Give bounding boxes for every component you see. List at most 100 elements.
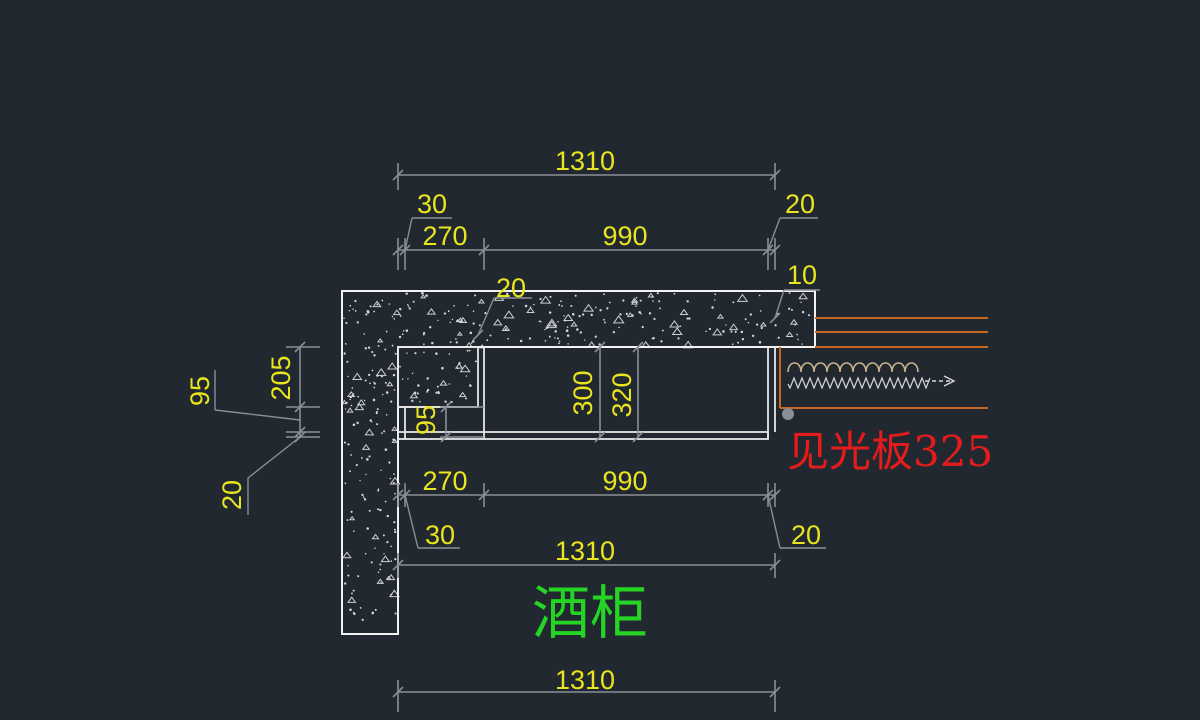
hatch-dot-258	[368, 373, 371, 377]
hatch-dot-256	[377, 344, 380, 347]
hatch-dot-183	[453, 304, 455, 307]
dim-top-main-seg: 990	[602, 221, 647, 251]
dim-seg-74	[247, 436, 301, 479]
hatch-dot-224	[364, 347, 367, 350]
drawing-title: 酒柜	[532, 579, 648, 647]
hatch-dot-232	[390, 560, 393, 563]
hatch-dot-32	[714, 299, 716, 301]
dim-tick-26	[769, 489, 781, 501]
hatch-dot-268	[376, 508, 380, 511]
hatch-dot-120	[788, 307, 791, 310]
hatch-mark-34	[562, 313, 574, 322]
hatch-dot-94	[489, 334, 492, 337]
hatch-dot-106	[484, 311, 487, 315]
hatch-dot-12	[625, 312, 628, 315]
hatch-mark-37	[377, 337, 384, 343]
hatch-dot-99	[708, 327, 711, 331]
hatch-dot-171	[608, 301, 611, 304]
hatch-dot-328	[362, 496, 365, 498]
light-panel-label: 见光板325	[787, 427, 993, 476]
hatch-mark-103	[546, 320, 558, 329]
hatch-dot-324	[370, 420, 373, 423]
hatch-mark-383	[454, 362, 464, 369]
hatch-dot-98	[393, 317, 396, 320]
hatch-mark-145	[798, 292, 809, 300]
hatch-mark-38	[426, 307, 437, 315]
hatch-dot-332	[371, 350, 374, 354]
hatch-mark-10	[503, 310, 515, 319]
hatch-dot-237	[390, 400, 393, 403]
hatch-dot-340	[350, 404, 353, 407]
hatch-dot-19	[777, 336, 780, 339]
hatch-dot-69	[794, 323, 796, 326]
dim-tick-2	[392, 169, 404, 181]
hatch-dot-9	[599, 309, 602, 312]
hatch-dot-49	[652, 300, 654, 302]
hatch-dot-241	[374, 547, 376, 549]
hatch-dot-395	[413, 391, 417, 395]
hatch-dot-278	[394, 492, 396, 495]
hatch-dot-33	[635, 296, 638, 299]
dim-side-95: 95	[185, 376, 215, 406]
hatch-dot-259	[393, 521, 396, 524]
hatch-dot-379	[444, 400, 447, 403]
hatch-dot-297	[361, 618, 364, 621]
hatch-dot-330	[351, 387, 354, 389]
dim-seg-39	[767, 217, 781, 251]
hatch-dot-396	[448, 353, 451, 355]
hatch-dot-46	[648, 312, 652, 315]
hatch-dot-282	[393, 389, 396, 391]
hatch-dot-381	[426, 388, 430, 392]
hatch-mark-271	[376, 578, 385, 584]
hatch-dot-366	[436, 385, 439, 388]
hatch-dot-327	[379, 568, 382, 571]
hatch-mark-196	[728, 323, 739, 331]
dim-tick-52	[594, 341, 606, 353]
hatch-dot-317	[393, 528, 396, 531]
dim-inner-10: 10	[787, 260, 817, 290]
hatch-dot-352	[388, 461, 391, 464]
hatch-dot-54	[732, 301, 735, 304]
hatch-dot-35	[554, 330, 557, 333]
hatch-dot-200	[752, 334, 755, 337]
lamp-loops	[787, 362, 919, 373]
hatch-dot-213	[801, 310, 805, 314]
hatch-dot-21	[443, 312, 447, 315]
hatch-dot-96	[561, 305, 563, 307]
dim-seg-45	[477, 297, 495, 336]
dim-tick-11	[478, 244, 490, 256]
hatch-dot-68	[472, 322, 475, 325]
hatch-dot-335	[374, 608, 377, 611]
concrete-hatch	[341, 291, 811, 621]
hatch-dot-192	[584, 339, 586, 341]
dim-bottom-left-small: 30	[425, 520, 455, 550]
hatch-dot-296	[386, 541, 389, 544]
hatch-dot-254	[382, 534, 385, 537]
hatch-dot-351	[379, 508, 382, 512]
hatch-mark-28	[420, 294, 427, 299]
hatch-dot-143	[612, 330, 616, 334]
hatch-dot-128	[504, 328, 508, 331]
dim-bottom-left-seg: 270	[422, 466, 467, 496]
hatch-dot-65	[405, 329, 409, 332]
hatch-dot-202	[755, 323, 759, 326]
hatch-dot-78	[560, 300, 562, 303]
hatch-dot-113	[640, 312, 642, 315]
hatch-dot-279	[355, 463, 358, 467]
hatch-mark-345	[351, 372, 363, 381]
dim-tick-7	[392, 244, 404, 256]
hatch-mark-1	[546, 318, 558, 327]
hatch-dot-104	[544, 328, 546, 331]
shelf-board	[397, 431, 769, 440]
hatch-dot-378	[465, 397, 468, 400]
hatch-dot-160	[539, 297, 542, 301]
hatch-dot-318	[364, 379, 367, 382]
hatch-dot-152	[656, 292, 659, 295]
hatch-mark-266	[346, 407, 354, 413]
hatch-dot-71	[730, 330, 733, 333]
hatch-mark-82	[630, 297, 639, 303]
lamp-arrow-head	[943, 375, 956, 387]
hatch-dot-75	[759, 310, 762, 312]
hatch-dot-355	[383, 553, 385, 555]
hatch-dot-127	[731, 343, 734, 346]
